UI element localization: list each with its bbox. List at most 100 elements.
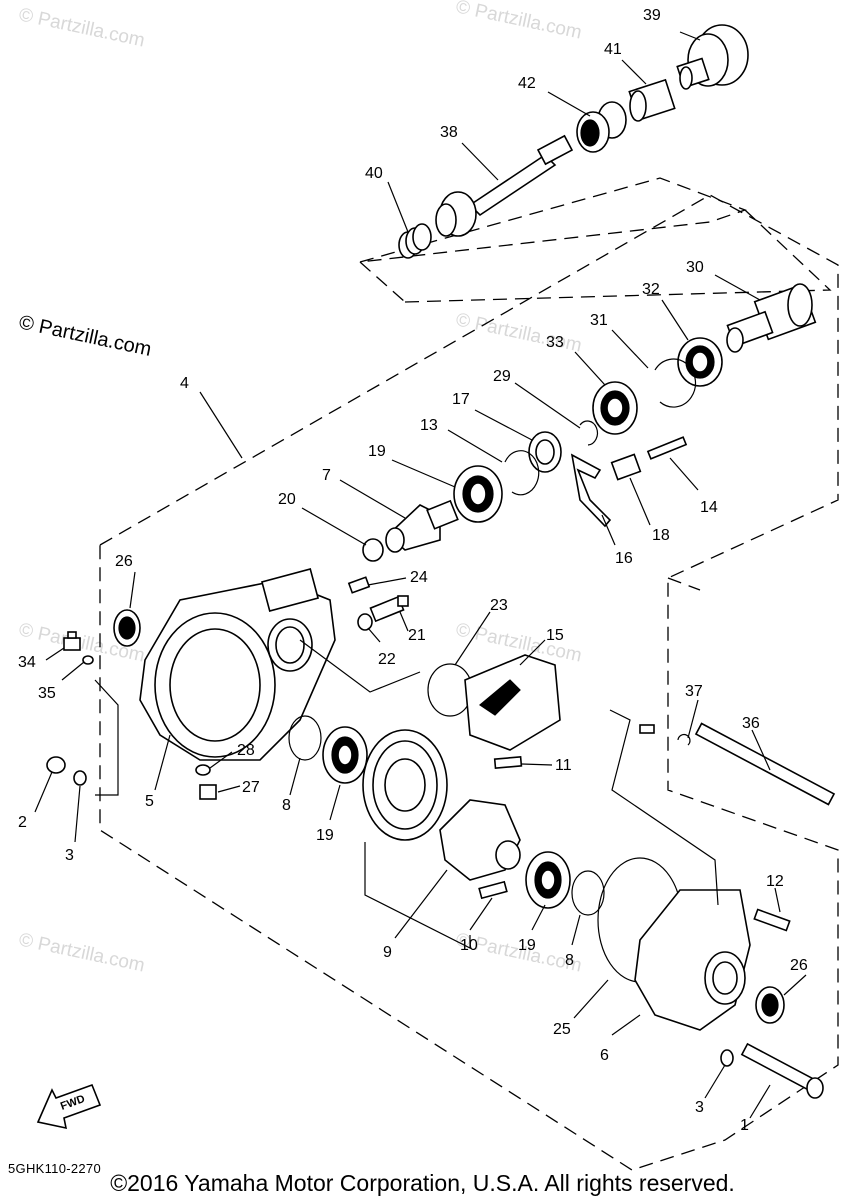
callout-6: 6 bbox=[600, 1047, 609, 1064]
part-19-bearing bbox=[525, 851, 571, 909]
callout-3: 3 bbox=[695, 1099, 704, 1116]
part-7-pinion-gear bbox=[385, 499, 459, 553]
part-38-drive-shaft bbox=[435, 134, 574, 237]
watermark: © Partzilla.com bbox=[454, 309, 584, 356]
part-3-washer bbox=[720, 1049, 734, 1067]
callout-37: 37 bbox=[685, 683, 703, 700]
main-assembly-box bbox=[99, 194, 839, 1171]
part-3-washer bbox=[73, 770, 87, 786]
part-8-shim bbox=[288, 715, 322, 761]
part-21-sensor bbox=[369, 595, 409, 623]
part-19-bearing bbox=[322, 726, 368, 784]
part-28-washer bbox=[195, 764, 211, 776]
callout-11: 11 bbox=[555, 757, 572, 774]
callout-33: 33 bbox=[546, 334, 564, 351]
callout-30: 30 bbox=[686, 259, 704, 276]
part-19-bearing bbox=[453, 465, 503, 523]
part-40-spring bbox=[398, 223, 432, 259]
part-26-oil-seal bbox=[755, 986, 785, 1024]
callout-24: 24 bbox=[410, 569, 428, 586]
callout-13: 13 bbox=[420, 417, 438, 434]
callout-40: 40 bbox=[365, 165, 383, 182]
part-17-collar bbox=[528, 431, 562, 473]
callout-2: 2 bbox=[18, 814, 27, 831]
callout-23: 23 bbox=[490, 597, 508, 614]
callout-16: 16 bbox=[615, 550, 633, 567]
main-assembly-box-edge bbox=[667, 577, 701, 591]
callout-38: 38 bbox=[440, 124, 458, 141]
callout-42: 42 bbox=[518, 75, 536, 92]
callout-19: 19 bbox=[316, 827, 334, 844]
callout-26: 26 bbox=[115, 553, 133, 570]
part-36-shaft bbox=[694, 722, 836, 806]
part-5-gear-housing bbox=[139, 568, 336, 761]
upper-assembly-box-edge bbox=[359, 261, 406, 303]
callout-10: 10 bbox=[460, 937, 478, 954]
part-33-bearing bbox=[592, 381, 638, 435]
part-41-collar bbox=[628, 78, 676, 122]
watermark: © Partzilla.com bbox=[17, 4, 147, 51]
part-13-circlip bbox=[504, 450, 540, 496]
part-18-block bbox=[610, 453, 642, 481]
callout-labels: 3 9 41 42 38 40 30 3 2 31 33 29 17 13 19 1… bbox=[18, 7, 808, 1134]
callout-12: 12 bbox=[766, 873, 784, 890]
callout-41: 41 bbox=[604, 41, 622, 58]
part-2-nut bbox=[46, 756, 66, 774]
leader-lines bbox=[34, 31, 807, 1119]
callout-28: 28 bbox=[237, 742, 255, 759]
part-30-pinion-shaft bbox=[726, 283, 817, 353]
part-16-shift-fork bbox=[570, 453, 612, 528]
part-14-pin bbox=[646, 436, 688, 460]
callout-22: 22 bbox=[378, 651, 396, 668]
part-20-collar bbox=[362, 538, 384, 562]
callout-17: 17 bbox=[452, 391, 470, 408]
callout-29: 29 bbox=[493, 368, 511, 385]
callout-19: 19 bbox=[518, 937, 536, 954]
drawing-code: 5GHK110-2270 bbox=[8, 1161, 101, 1176]
callout-5: 5 bbox=[145, 793, 154, 810]
callout-14: 14 bbox=[700, 499, 718, 516]
watermark: © Partzilla.com bbox=[454, 0, 584, 44]
part-11-bolt bbox=[493, 756, 523, 769]
part-39-bearing-housing bbox=[676, 24, 749, 90]
part-31-circlip bbox=[654, 358, 697, 408]
callout-26: 26 bbox=[790, 957, 808, 974]
part-1-bolt bbox=[740, 1042, 824, 1099]
part-37-clip bbox=[677, 734, 691, 746]
callout-27: 27 bbox=[242, 779, 260, 796]
callout-25: 25 bbox=[553, 1021, 571, 1038]
part-8-shim bbox=[571, 870, 605, 916]
callout-3: 3 bbox=[65, 847, 74, 864]
callout-31: 31 bbox=[590, 312, 608, 329]
part-22-washer bbox=[357, 613, 373, 631]
callout-15: 15 bbox=[546, 627, 564, 644]
part-6-housing-cover bbox=[634, 889, 751, 1031]
watermark: © Partzilla.com bbox=[17, 929, 147, 976]
part-34-plug bbox=[63, 631, 81, 651]
upper-assembly-box-edge bbox=[404, 209, 832, 303]
callout-7: 7 bbox=[322, 467, 331, 484]
part-15-cover bbox=[464, 654, 561, 751]
callout-34: 34 bbox=[18, 654, 36, 671]
callout-8: 8 bbox=[565, 952, 574, 969]
callout-9: 9 bbox=[383, 944, 392, 961]
assembly-outline bbox=[99, 177, 839, 1171]
callout-8: 8 bbox=[282, 797, 291, 814]
part-37-pin bbox=[639, 724, 655, 734]
callout-36: 36 bbox=[742, 715, 760, 732]
part-29-circlip bbox=[579, 420, 598, 446]
callout-20: 20 bbox=[278, 491, 296, 508]
part-9-ring-gear bbox=[362, 729, 521, 881]
part-10-bolt bbox=[478, 880, 508, 900]
part-42-coupler bbox=[576, 101, 627, 153]
callout-35: 35 bbox=[38, 685, 56, 702]
part-24-screw bbox=[347, 576, 371, 594]
part-35-washer bbox=[82, 655, 94, 665]
watermark-dark: © Partzilla.com bbox=[17, 311, 153, 361]
callout-19: 19 bbox=[368, 443, 386, 460]
fwd-arrow: FWD bbox=[36, 1083, 102, 1130]
callout-4: 4 bbox=[180, 375, 189, 392]
callout-18: 18 bbox=[652, 527, 670, 544]
part-12-bolt bbox=[753, 908, 791, 932]
